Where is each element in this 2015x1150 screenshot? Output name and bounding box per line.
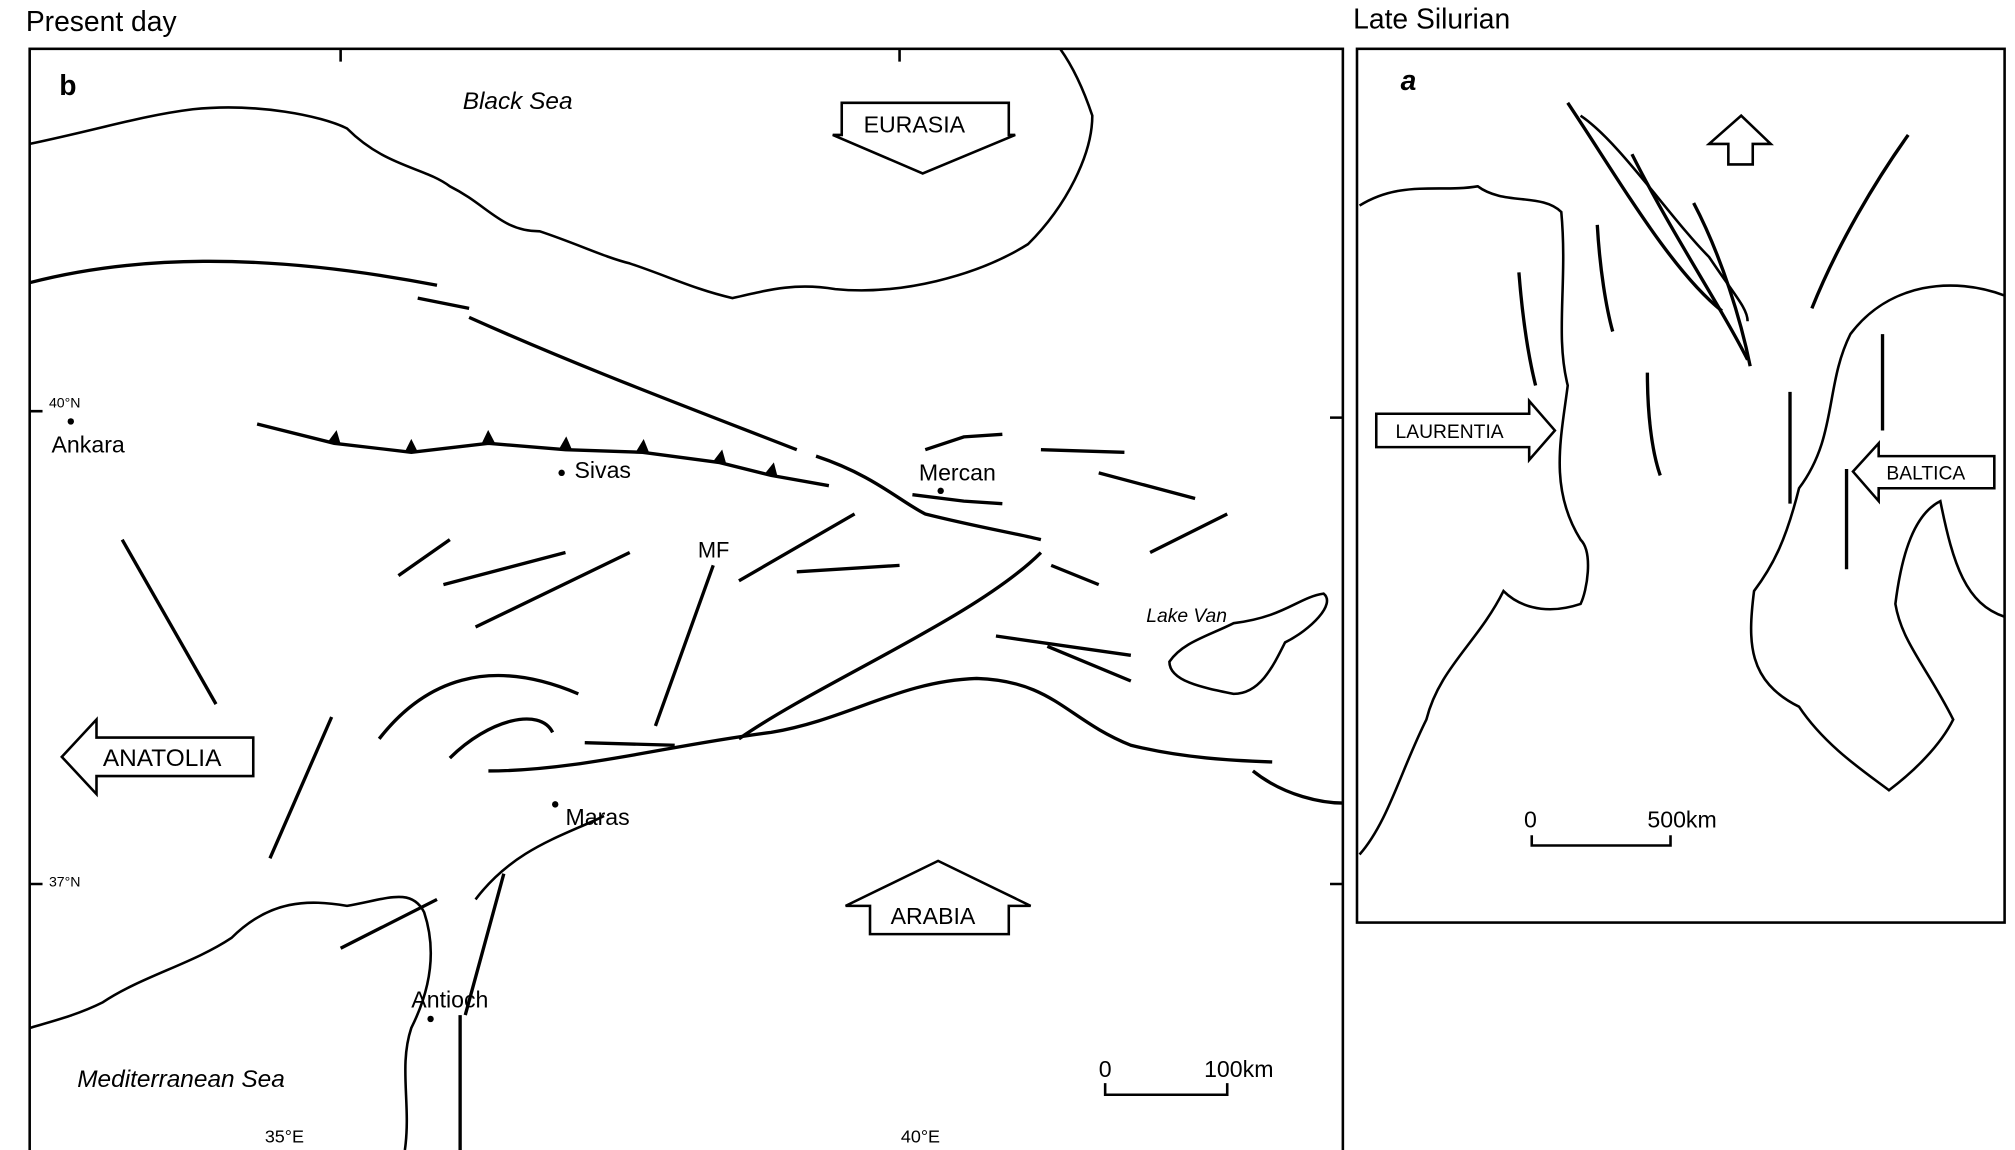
label-mf: MF <box>698 538 730 563</box>
city-ankara: Ankara <box>52 431 125 457</box>
panel-a-late-silurian: Late Silurian a LAURENTIA BALTICA <box>1353 2 2006 924</box>
svg-text:ANATOLIA: ANATOLIA <box>103 745 222 772</box>
fault-lines-a <box>1517 101 1910 570</box>
svg-text:LAURENTIA: LAURENTIA <box>1396 422 1504 443</box>
city-mercan: Mercan <box>919 460 996 486</box>
lake-van-label: Lake Van <box>1146 606 1227 627</box>
svg-text:BALTICA: BALTICA <box>1886 463 1965 484</box>
longitude-35e: 35°E <box>265 1126 304 1146</box>
panel-a-frame <box>1355 47 2006 924</box>
eurasia-arrow: EURASIA <box>832 101 1016 175</box>
black-sea-label: Black Sea <box>463 88 573 115</box>
mediterranean-coastline <box>29 895 433 1150</box>
scale-bar-b: 0 100km <box>1099 1056 1273 1097</box>
svg-text:500km: 500km <box>1647 806 1716 832</box>
panel-a-heading: Late Silurian <box>1353 2 1510 34</box>
city-maras: Maras <box>565 804 629 830</box>
city-sivas: Sivas <box>574 457 631 483</box>
fault-lines <box>29 259 1343 1150</box>
svg-text:100km: 100km <box>1204 1056 1273 1082</box>
panel-b-heading: Present day <box>26 5 178 37</box>
panel-b-present-day: Present day b Black Sea Mediterranean Se… <box>26 5 1345 1150</box>
panel-b-frame <box>28 47 1345 1150</box>
lake-van-outline <box>1168 592 1329 696</box>
scale-bar-a: 0 500km <box>1524 806 1717 847</box>
longitude-40e: 40°E <box>901 1126 940 1146</box>
baltica-coastline <box>1749 284 2006 792</box>
svg-text:0: 0 <box>1524 806 1537 832</box>
latitude-40n: 40°N <box>49 394 81 410</box>
anatolia-arrow: ANATOLIA <box>60 716 255 798</box>
mediterranean-label: Mediterranean Sea <box>77 1066 285 1093</box>
north-arrow <box>1705 113 1774 166</box>
panel-a-letter: a <box>1401 64 1417 96</box>
latitude-37n: 37°N <box>49 874 81 890</box>
svg-text:0: 0 <box>1099 1056 1112 1082</box>
laurentia-arrow: LAURENTIA <box>1374 397 1557 464</box>
cities: Ankara Sivas Mercan Maras Antioch MF <box>52 418 996 1023</box>
panel-b-letter: b <box>59 69 76 101</box>
black-sea-coastline <box>29 48 1094 300</box>
svg-text:ARABIA: ARABIA <box>891 903 976 929</box>
arabia-arrow: ARABIA <box>845 859 1032 936</box>
svg-text:EURASIA: EURASIA <box>864 111 966 137</box>
laurentia-coastline <box>1358 184 1590 856</box>
baltica-arrow: BALTICA <box>1851 439 1996 505</box>
city-antioch: Antioch <box>411 986 488 1012</box>
